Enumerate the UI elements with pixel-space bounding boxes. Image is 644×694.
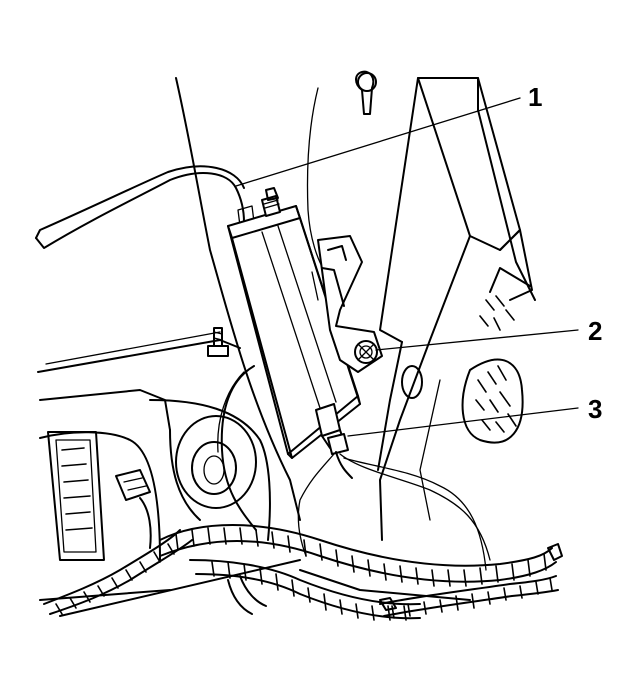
vertical-antenna-wire [306,87,325,271]
floor-panel [37,331,471,617]
leader-line-3 [347,407,579,437]
callout-3: 3 [588,394,602,424]
keyhole-slot [355,70,377,115]
module-box [227,187,361,459]
leader-line-2 [375,329,579,351]
wiring-harness [43,524,563,621]
stud-bolt [207,327,229,357]
leader-line-1 [235,97,521,187]
callout-2: 2 [588,316,602,346]
round-grommet [175,415,257,509]
leader-lines [235,97,579,437]
panel-seam-line [175,77,301,521]
drain-wire-inner [217,371,245,453]
antenna-cable [35,165,255,249]
callout-1: 1 [528,82,542,112]
drain-wire [220,365,257,531]
mounting-bracket [311,235,383,373]
module-connector [297,433,491,571]
electrical-connector [115,469,152,549]
retaining-nut [354,340,378,364]
body-pillar [377,77,536,541]
side-tray [47,431,105,561]
